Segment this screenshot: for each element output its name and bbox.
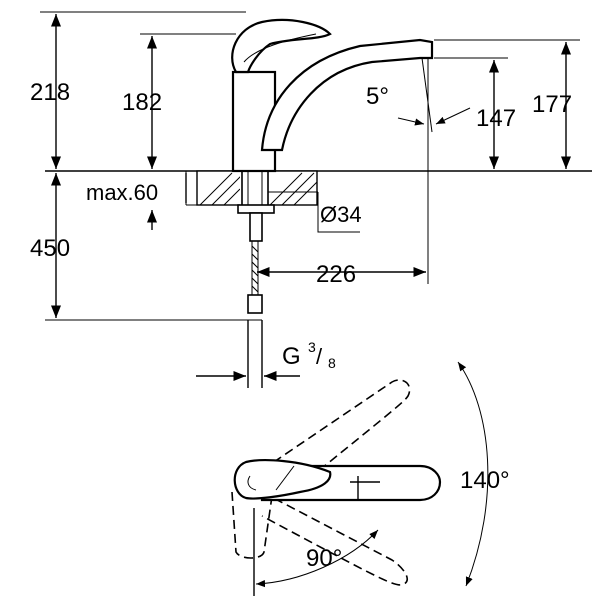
thread-slash: /	[316, 344, 323, 369]
outlet-angle-line	[421, 57, 433, 133]
dia-leader	[317, 192, 360, 233]
lever-handle	[231, 18, 332, 74]
angle-arrow-right	[435, 107, 471, 125]
dim-182-label: 182	[122, 89, 162, 116]
spout-swivel-left-outline	[261, 379, 411, 495]
lever-rotated-outline	[231, 491, 273, 559]
dia-label: Ø34	[320, 202, 362, 227]
dim-218-label: 218	[30, 79, 70, 106]
dim-226-label: 226	[316, 261, 356, 288]
lever-top-detail	[247, 475, 257, 491]
angle-arrow-left	[397, 117, 425, 126]
dim-147-label: 147	[476, 105, 516, 132]
max60-label: max.60	[86, 180, 158, 205]
mounting-shank	[237, 170, 275, 242]
lever-rotation-label: 90°	[306, 545, 342, 572]
spout-angle-label: 5°	[366, 83, 389, 110]
dim-177-label: 177	[532, 91, 572, 118]
swivel-arc	[457, 361, 489, 587]
supply-hose	[247, 241, 263, 388]
spout	[260, 38, 434, 152]
lever-top-view	[233, 459, 332, 500]
thread-prefix: G	[282, 343, 301, 370]
thread-denominator: 8	[328, 355, 336, 371]
lever-top-ridge	[275, 465, 295, 491]
swivel-label: 140°	[460, 467, 510, 494]
dim-450-label: 450	[30, 235, 70, 262]
lever-90-arc	[255, 529, 379, 588]
lever-handle-edge	[243, 33, 317, 63]
thread-numerator: 3	[308, 339, 316, 355]
